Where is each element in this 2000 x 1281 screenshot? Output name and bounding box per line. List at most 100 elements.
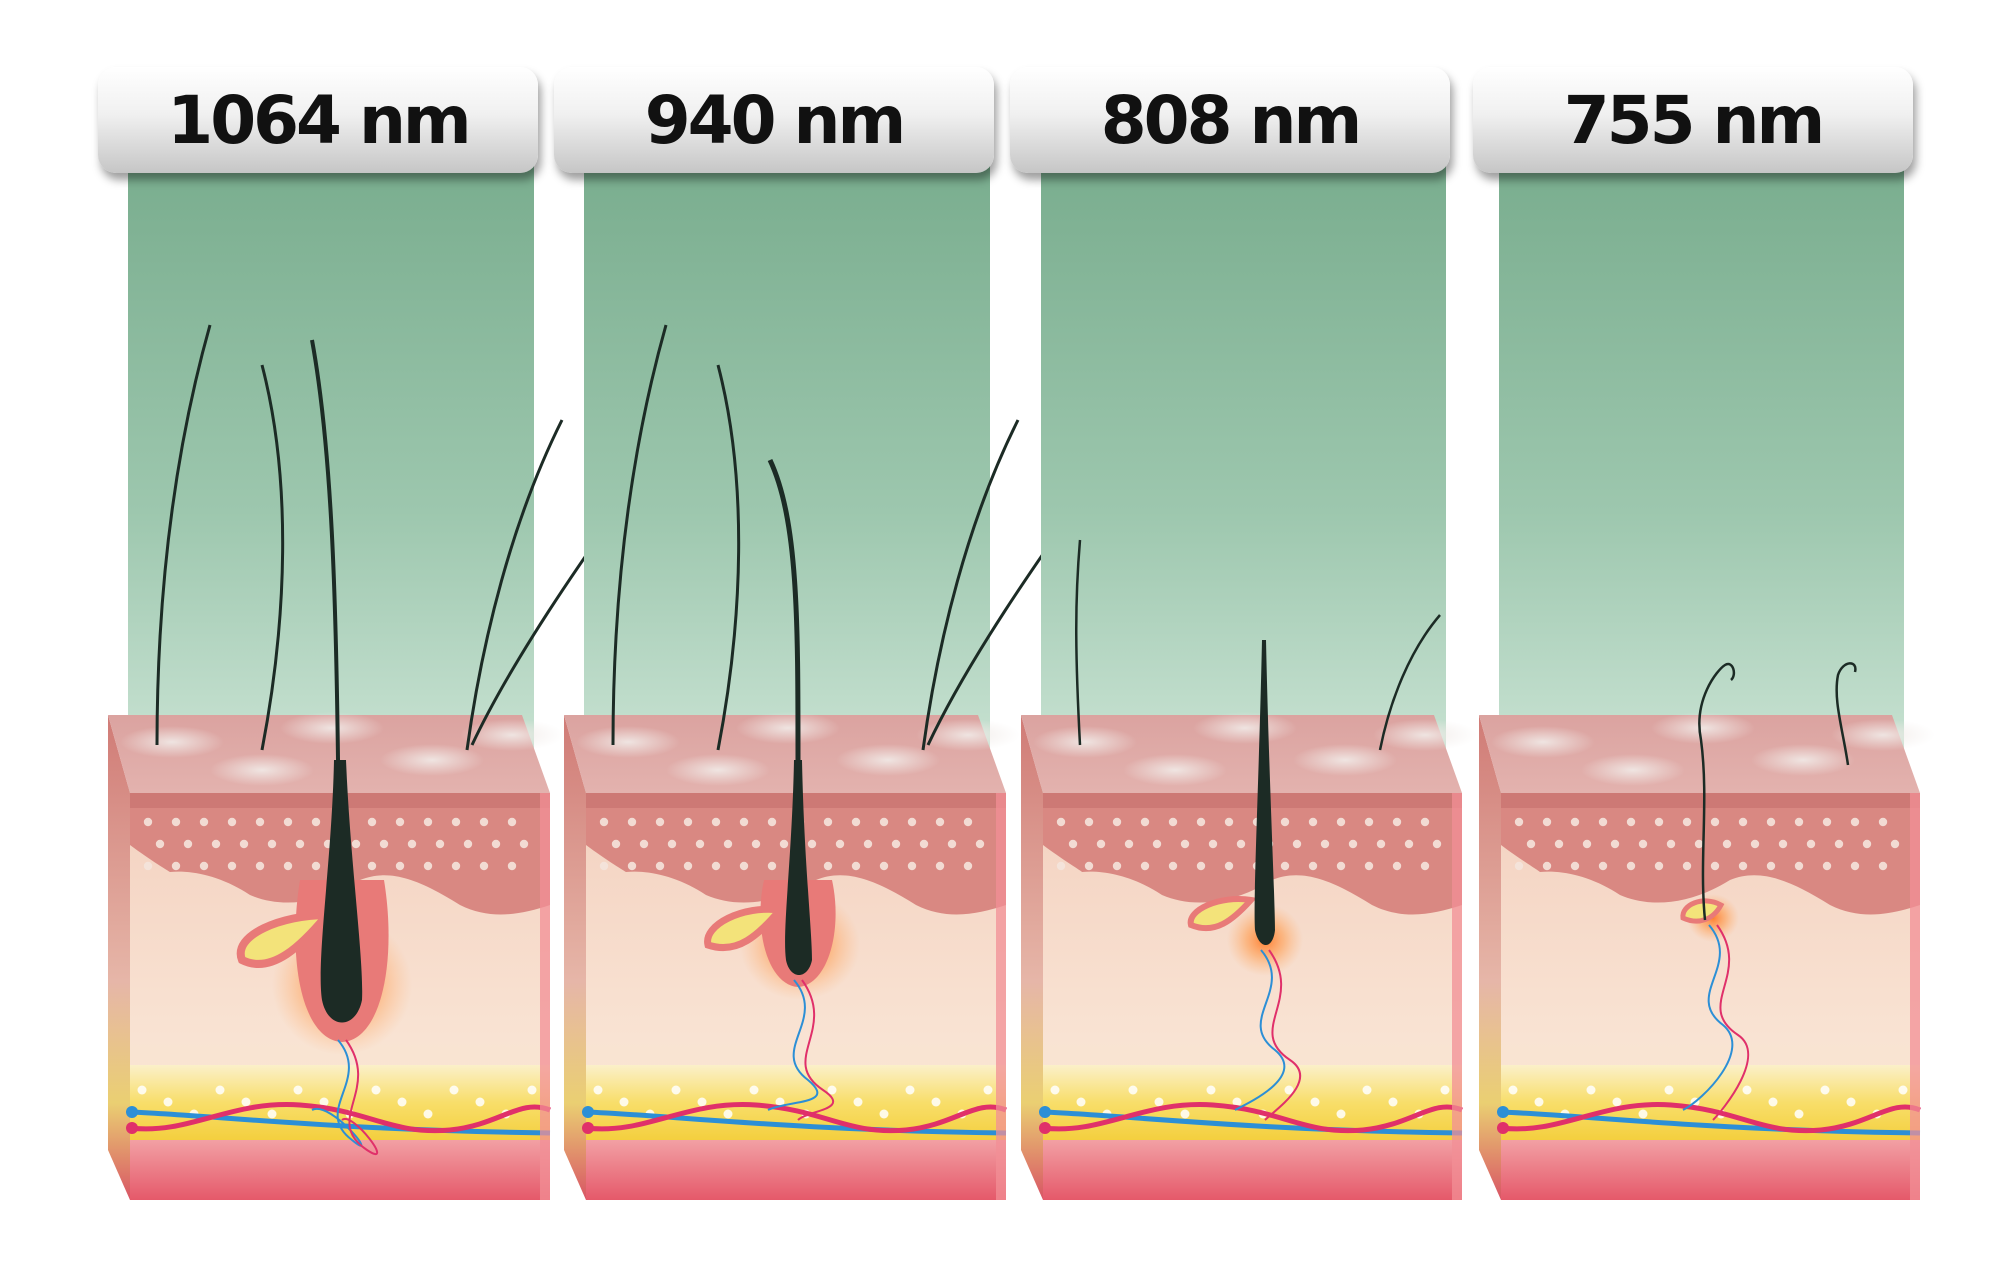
epidermis-cell: [423, 861, 433, 871]
subcutaneous-base: [1501, 1140, 1920, 1200]
surface-spot: [1033, 726, 1137, 758]
block-edge: [1452, 793, 1462, 1200]
epidermis-cell: [311, 861, 321, 871]
artery-end: [1039, 1122, 1051, 1134]
vein-end: [582, 1106, 594, 1118]
epidermis-cell: [947, 839, 957, 849]
epidermis-cell: [1056, 861, 1066, 871]
fat-cell: [1310, 1097, 1320, 1107]
fat-cell: [619, 1097, 629, 1107]
light-beam: [1041, 160, 1446, 800]
hair-strand: [155, 324, 212, 746]
epidermis-cell: [1806, 839, 1816, 849]
fat-cell: [1284, 1085, 1294, 1095]
skin-panel-2: [564, 160, 1090, 1200]
epidermis-cell: [655, 817, 665, 827]
fat-cell: [1336, 1109, 1346, 1119]
epidermis-cell: [1236, 839, 1246, 849]
artery-branch: [1712, 924, 1750, 1121]
wavelength-label: 940 nm: [644, 81, 907, 159]
epidermis-cell: [155, 839, 165, 849]
epidermis-cell: [267, 839, 277, 849]
epidermis-cell: [1376, 839, 1386, 849]
fat-layer: [1501, 1065, 1920, 1140]
epidermis-cell: [1542, 817, 1552, 827]
epidermis-cell: [695, 839, 705, 849]
epidermis-cell: [975, 839, 985, 849]
surface-spot: [736, 712, 840, 744]
epidermis-cell: [479, 817, 489, 827]
fat-cell: [397, 1097, 407, 1107]
fat-cell: [137, 1085, 147, 1095]
epidermis-cell: [879, 817, 889, 827]
fat-cell: [1820, 1085, 1830, 1095]
epidermis-cell: [1140, 817, 1150, 827]
epidermis-cell: [1336, 861, 1346, 871]
epidermis-cell: [1056, 817, 1066, 827]
wavelength-tab-940: 940 nm: [554, 67, 994, 173]
epidermis-cell: [1542, 861, 1552, 871]
fat-cell: [371, 1085, 381, 1095]
epidermis-cell: [639, 839, 649, 849]
surface-spot: [210, 754, 314, 786]
epidermis-cell: [1224, 861, 1234, 871]
epidermis-cell: [1336, 817, 1346, 827]
epidermis-cell: [211, 839, 221, 849]
epidermis-cell: [1280, 861, 1290, 871]
epidermis-cell: [295, 839, 305, 849]
light-beam: [584, 160, 990, 800]
epidermis-cell: [907, 817, 917, 827]
surface-spot: [380, 744, 484, 776]
epidermis-cell: [1570, 861, 1580, 871]
fat-cell: [827, 1085, 837, 1095]
epidermis-cell: [143, 817, 153, 827]
light-beam: [128, 160, 534, 800]
epidermis-cell: [667, 839, 677, 849]
fat-cell: [931, 1097, 941, 1107]
epidermis-cell: [1570, 817, 1580, 827]
wavelength-tab-808: 808 nm: [1010, 67, 1450, 173]
hair-strand: [921, 419, 1020, 751]
epidermis-cell: [1432, 839, 1442, 849]
artery-branch: [1264, 949, 1302, 1121]
block-side-face: [108, 715, 130, 1200]
block-side-face: [564, 715, 586, 1200]
hair-strand: [611, 324, 668, 746]
epidermis-top-line: [1501, 793, 1920, 808]
fat-layer: [1043, 1065, 1462, 1140]
artery-branch: [797, 979, 834, 1121]
surface-spot: [916, 719, 1020, 751]
surface-spot: [1831, 719, 1935, 751]
epidermis-cell: [1822, 817, 1832, 827]
artery-end: [582, 1122, 594, 1134]
epidermis-cell: [463, 839, 473, 849]
epidermis-cell: [183, 839, 193, 849]
wavelength-label: 755 nm: [1563, 81, 1826, 159]
fat-cell: [163, 1097, 173, 1107]
hair-strand: [767, 458, 801, 761]
fat-cell: [1898, 1085, 1908, 1095]
artery-horizontal: [585, 1102, 1007, 1134]
vein-end: [126, 1106, 138, 1118]
epidermis-cell: [1710, 817, 1720, 827]
epidermis-cell: [751, 839, 761, 849]
subcutaneous-base: [1043, 1140, 1462, 1200]
hair-strand: [465, 419, 564, 751]
fat-cell: [1846, 1097, 1856, 1107]
epidermis-cell: [627, 817, 637, 827]
epidermis-cell: [1308, 861, 1318, 871]
wavelength-tab-1064: 1064 nm: [98, 67, 538, 173]
epidermis-cell: [1778, 839, 1788, 849]
epidermis-cell: [1196, 861, 1206, 871]
surface-spot: [576, 726, 680, 758]
block-side-face: [1479, 715, 1501, 1200]
epidermis-cell: [1420, 861, 1430, 871]
surface-spot: [1491, 726, 1595, 758]
epidermis-cell: [1626, 861, 1636, 871]
epidermis-cell: [1084, 817, 1094, 827]
fat-cell: [215, 1085, 225, 1095]
epidermis-cell: [907, 861, 917, 871]
fat-cell: [905, 1085, 915, 1095]
fat-cell: [1794, 1109, 1804, 1119]
epidermis-cell: [823, 817, 833, 827]
